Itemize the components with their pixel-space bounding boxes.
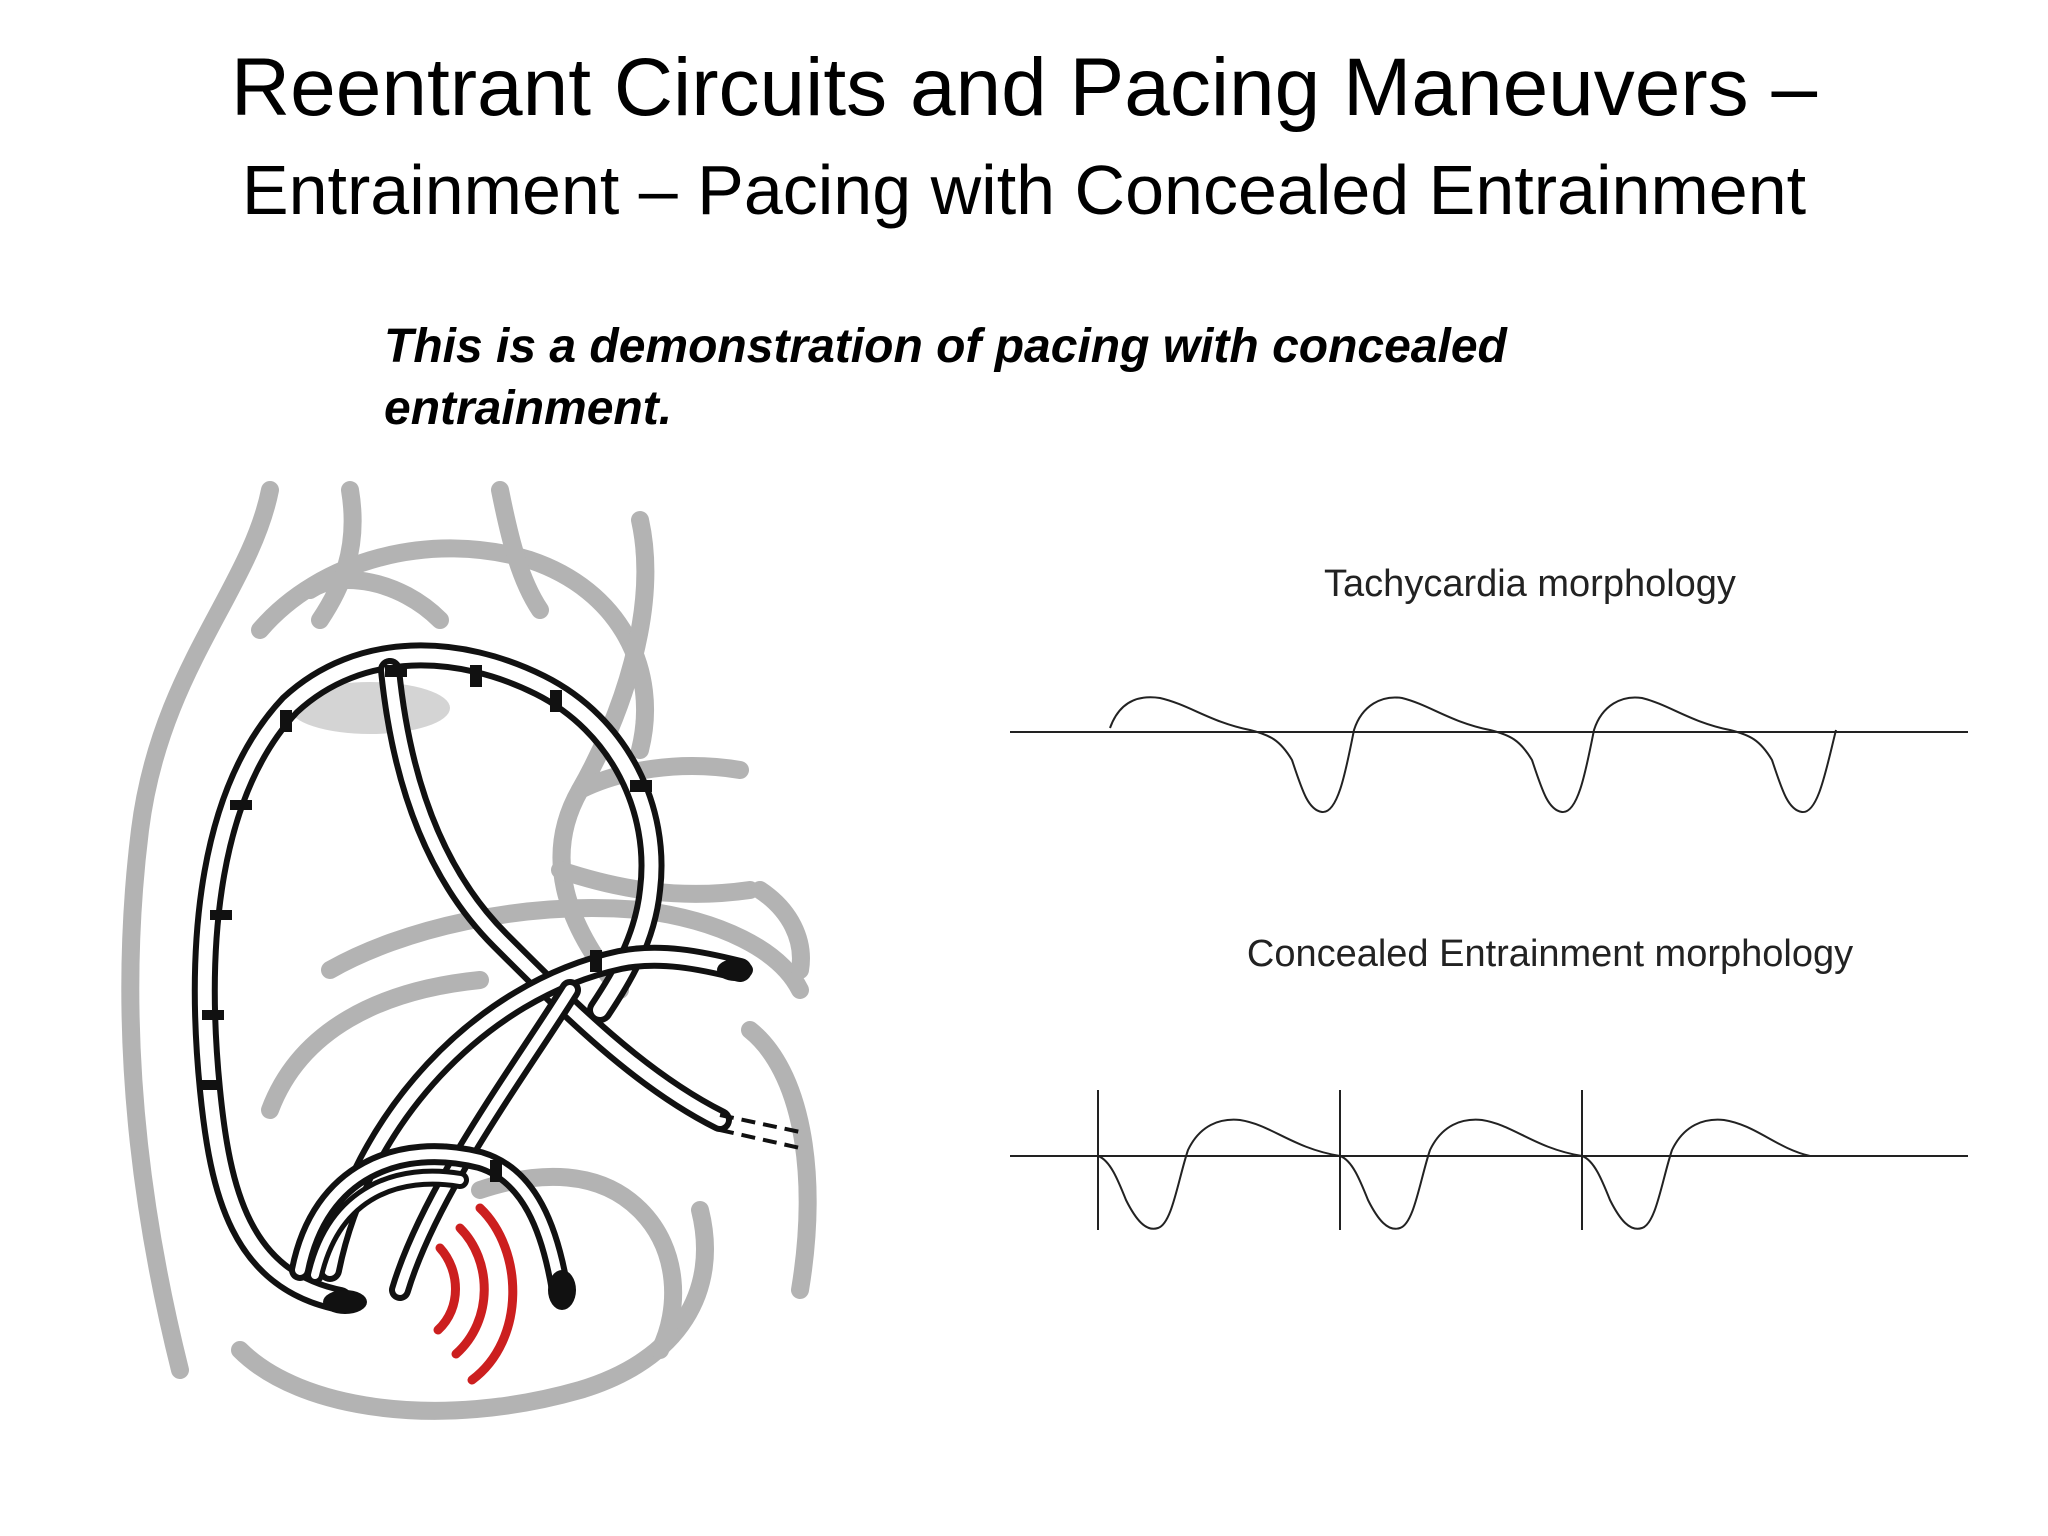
ecg-traces	[1010, 696, 1968, 1230]
heart-catheter-illustration	[121, 481, 817, 1420]
electrode-bands	[200, 665, 652, 1182]
entrainment-waveform	[1097, 1118, 1811, 1230]
pacing-spikes	[1097, 1090, 1583, 1230]
slide-caption: This is a demonstration of pacing with c…	[384, 320, 1507, 435]
tachycardia-morphology-label: Tachycardia morphology	[1324, 563, 1736, 605]
slide-subtitle: Entrainment – Pacing with Concealed Entr…	[241, 151, 1807, 229]
pacing-signal-icon	[433, 1203, 518, 1385]
tachycardia-waveform	[1109, 696, 1837, 813]
valve-shape	[290, 682, 450, 734]
dashed-catheter	[719, 1113, 801, 1150]
heart-outline	[121, 481, 817, 1420]
slide-title: Reentrant Circuits and Pacing Maneuvers …	[230, 42, 1818, 133]
entrainment-morphology-label: Concealed Entrainment morphology	[1246, 933, 1854, 975]
catheters	[191, 642, 752, 1313]
catheter-tips	[323, 959, 753, 1314]
